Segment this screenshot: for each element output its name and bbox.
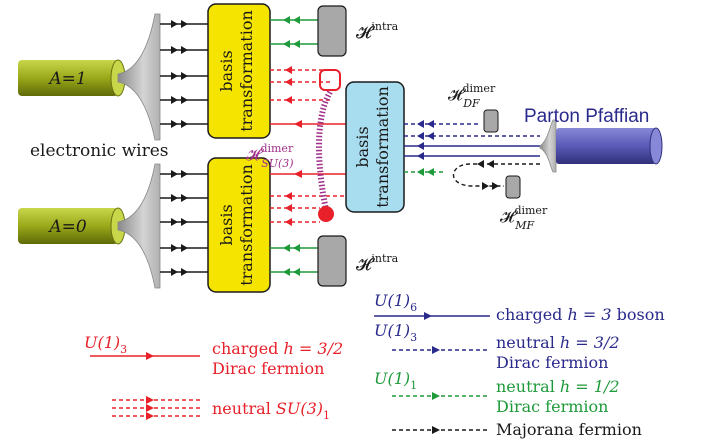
electron-arrows-top bbox=[171, 20, 188, 128]
navy-arrows bbox=[417, 132, 434, 160]
parton-pfaffian-label: Parton Pfaffian bbox=[524, 106, 649, 127]
green-arrows-top bbox=[283, 16, 300, 48]
navy-lines bbox=[404, 135, 540, 157]
legend-u11-label: U(1)1 bbox=[374, 369, 417, 392]
green-arrows-bottom bbox=[283, 244, 300, 276]
legend-red-solid-arrow bbox=[146, 352, 154, 360]
basis-top-line2: transformation bbox=[237, 10, 256, 132]
red-solid-top-arrow bbox=[294, 120, 302, 128]
legend-navy-dashed-arrow bbox=[432, 346, 440, 354]
green-lines-bottom bbox=[270, 247, 318, 273]
red-solid-bottom-arrow bbox=[294, 170, 302, 178]
h-intra-block-top bbox=[317, 5, 347, 57]
h-intra-label-bottom: 𝓗intra bbox=[356, 252, 399, 275]
legend-neutral-su3: neutral SU(3)1 bbox=[212, 399, 330, 422]
navy-dashed-top bbox=[404, 109, 499, 133]
green-lines-top bbox=[270, 19, 318, 45]
legend-left: U(1)3 charged h = 3/2 Dirac fermion neut… bbox=[84, 333, 343, 422]
legend-neutral-h32: neutral h = 3/2 bbox=[496, 333, 620, 352]
green-dashed-right bbox=[404, 168, 446, 176]
legend-dirac-red: Dirac fermion bbox=[212, 359, 324, 378]
black-dashed-mf bbox=[452, 160, 540, 199]
wire-cylinder-bottom bbox=[18, 208, 118, 244]
legend-red-dashed-arrows bbox=[146, 396, 154, 420]
basis-block-bottom: basis transformation bbox=[207, 157, 271, 293]
wire-bundle-bottom: A=0 bbox=[18, 163, 161, 289]
wire-label-top: A=1 bbox=[47, 69, 86, 89]
red-arrows-top bbox=[285, 66, 292, 104]
legend-u13r-label: U(1)3 bbox=[374, 321, 417, 344]
legend-charged-boson: charged h = 3 boson bbox=[496, 305, 665, 324]
legend-black-dashed-arrow bbox=[432, 426, 440, 434]
wire-bundle-top: A=1 bbox=[18, 13, 161, 141]
legend-green-dashed-arrow bbox=[432, 392, 440, 400]
electron-arrows-bottom bbox=[171, 170, 188, 276]
legend-neutral-h12: neutral h = 1/2 bbox=[496, 377, 620, 396]
parton-pfaffian-edge bbox=[539, 119, 663, 173]
basis-middle-line2: transformation bbox=[373, 86, 392, 208]
basis-bottom-line2: transformation bbox=[237, 164, 256, 286]
legend-u16-label: U(1)6 bbox=[374, 291, 417, 314]
legend-dirac-navy: Dirac fermion bbox=[496, 353, 608, 372]
legend-navy-solid-arrow bbox=[424, 312, 432, 320]
red-arrows-bottom bbox=[285, 192, 292, 226]
legend-u13-label: U(1)3 bbox=[84, 333, 127, 356]
basis-block-top: basis transformation bbox=[207, 3, 271, 139]
h-intra-label-top: 𝓗intra bbox=[356, 20, 399, 43]
funnel-top bbox=[117, 13, 161, 141]
wire-cylinder-top bbox=[18, 60, 118, 96]
legend-right: U(1)6 charged h = 3 boson U(1)3 neutral … bbox=[374, 291, 665, 439]
h-intra-block-bottom bbox=[317, 235, 347, 287]
legend-charged-h32: charged h = 3/2 bbox=[212, 339, 343, 358]
basis-bottom-line1: basis bbox=[217, 204, 236, 245]
su3-dimer-spring bbox=[316, 69, 341, 222]
wire-label-bottom: A=0 bbox=[47, 217, 87, 237]
legend-dirac-green: Dirac fermion bbox=[496, 397, 608, 416]
legend-majorana: Majorana fermion bbox=[496, 420, 642, 439]
red-dashed-bottom bbox=[270, 195, 348, 223]
basis-block-middle: basis transformation bbox=[345, 81, 405, 213]
basis-middle-line1: basis bbox=[353, 126, 372, 167]
basis-top-line1: basis bbox=[217, 50, 236, 91]
electronic-wires-caption: electronic wires bbox=[30, 141, 168, 161]
funnel-bottom bbox=[117, 163, 161, 289]
